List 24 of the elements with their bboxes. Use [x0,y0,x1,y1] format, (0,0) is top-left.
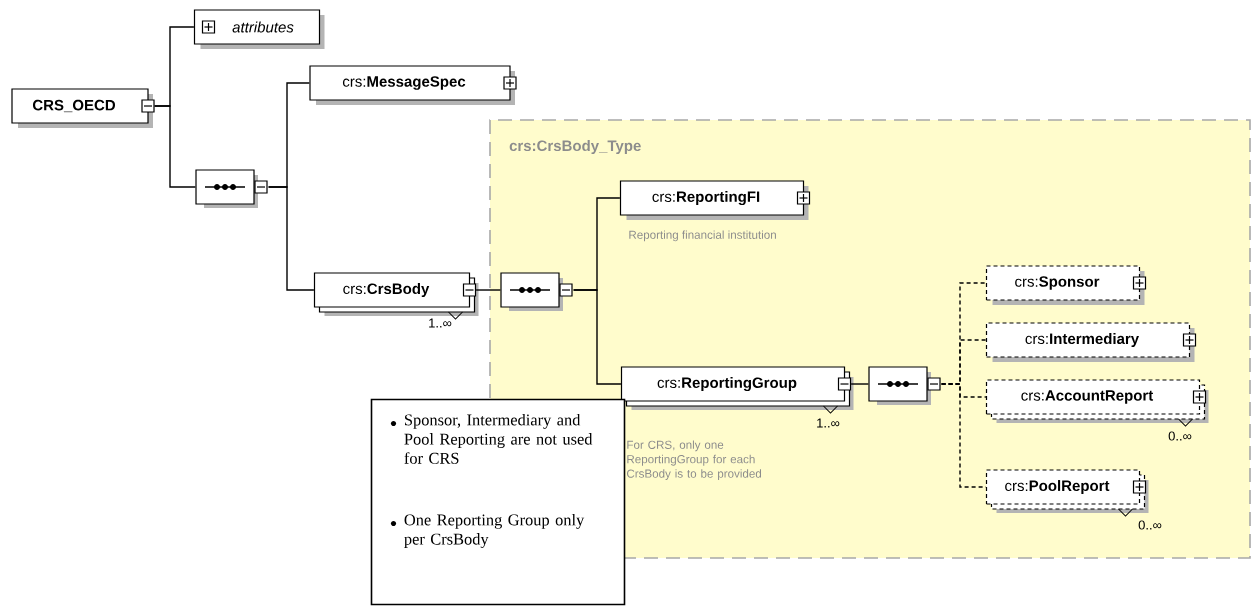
element-box: crs:Sponsor [985,265,1147,305]
connector-line [475,289,502,291]
occurrence-label: 1..∞ [817,418,840,428]
element-box: crs:MessageSpec [309,65,517,105]
attributes-box: attributes [193,9,325,49]
sequence-symbol [195,169,268,208]
sequence-symbol [868,366,941,405]
element-box: crs:PoolReport [985,469,1149,517]
sequence-symbol [500,272,573,311]
connector-line [267,186,315,291]
element-box: crs:AccountReport [985,379,1209,427]
occurrence-label: 0..∞ [1168,431,1192,441]
element-box: crs:ReportingFI [619,180,811,220]
connector-line [153,105,197,188]
connector-line [850,383,870,385]
occurrence-label: 0..∞ [1138,520,1162,530]
element-box: crs:Intermediary [985,322,1197,362]
note-box: Sponsor, Intermediary and Pool Reporting are not used for CRS One Reporting Group only per CrsBody [370,398,626,606]
description-text: Reporting financial institution [629,230,776,242]
element-box: CRS_OECD [11,88,155,128]
description-text: For CRS, only one ReportingGroup for each CrsBody is to be provided [627,440,762,481]
connector-line [572,289,622,385]
element-box: crs:ReportingGroup [620,366,854,414]
occurrence-label: 1..∞ [429,318,452,328]
